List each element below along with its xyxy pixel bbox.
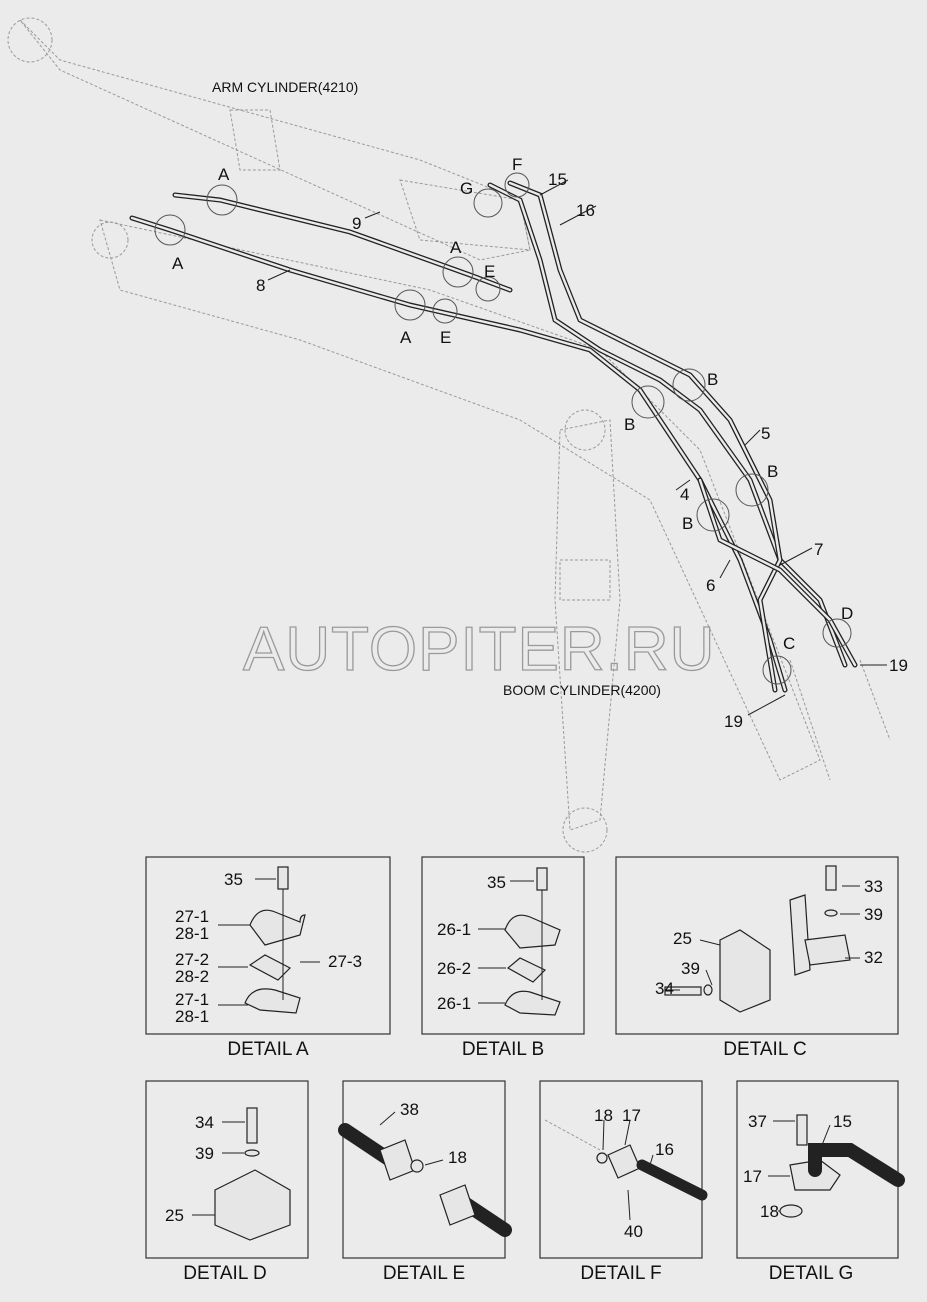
detail-caption: DETAIL F [580,1263,661,1284]
label: 26-2 [437,959,471,978]
detail-b: 35 26-1 26-2 26-1 DETAIL B [421,856,585,1060]
boom-arm-outline [7,17,891,853]
label: 26-1 [437,920,471,939]
label: 28-1 [175,1007,209,1026]
callout: B [682,514,693,533]
callout: G [460,179,473,198]
label: 39 [195,1144,214,1163]
callout: D [841,604,853,623]
callout: 7 [814,540,823,559]
callout: A [172,254,184,273]
label: 18 [760,1202,779,1221]
callout: 16 [576,201,595,220]
detail-markers [154,172,852,685]
callout: 6 [706,576,715,595]
label: 18 [448,1148,467,1167]
detail-caption: DETAIL C [723,1039,806,1060]
label: 16 [655,1140,674,1159]
label: 17 [743,1167,762,1186]
callout: E [440,328,451,347]
label: 15 [833,1112,852,1131]
callout: 9 [352,214,361,233]
label: 26-1 [437,994,471,1013]
callout: 19 [724,712,743,731]
label: 25 [165,1206,184,1225]
callout: B [707,370,718,389]
detail-e: 38 18 DETAIL E [338,1080,512,1284]
detail-caption: DETAIL B [462,1039,544,1060]
label: 17 [622,1106,641,1125]
label: 35 [487,873,506,892]
detail-caption: DETAIL G [769,1263,853,1284]
detail-f: 18 17 16 40 DETAIL F [539,1080,708,1284]
hydraulic-pipes [129,180,858,693]
callout: A [400,328,412,347]
label: 34 [195,1113,214,1132]
label: 25 [673,929,692,948]
label: 34 [655,979,674,998]
detail-caption: DETAIL E [383,1263,465,1284]
boom-cylinder-title: BOOM CYLINDER(4200) [503,682,661,698]
callout: A [218,165,230,184]
label: 39 [864,905,883,924]
label: 27-1 [175,907,209,926]
label: 40 [624,1222,643,1241]
detail-d: 34 39 25 DETAIL D [145,1080,309,1284]
label: 32 [864,948,883,967]
label: 27-2 [175,950,209,969]
detail-g: 37 15 17 18 DETAIL G [736,1080,905,1284]
callout: 15 [548,170,567,189]
callout: E [484,262,495,281]
detail-a: 35 27-1 28-1 27-2 28-2 27-3 27-1 28-1 DE… [145,856,391,1060]
label: 38 [400,1100,419,1119]
callout: 19 [889,656,908,675]
callout: C [783,634,795,653]
label: 27-3 [328,952,362,971]
main-callouts: A A 9 8 A E A E F G 15 16 B B 5 B 4 B 7 … [172,155,908,731]
label: 37 [748,1112,767,1131]
callout: A [450,238,462,257]
callout: B [767,462,778,481]
detail-caption: DETAIL D [183,1263,266,1284]
detail-caption: DETAIL A [227,1039,309,1060]
detail-c: 33 39 25 39 32 34 DETAIL C [615,856,899,1060]
callout: 4 [680,485,689,504]
label: 33 [864,877,883,896]
label: 27-1 [175,990,209,1009]
callout: 5 [761,424,770,443]
label: 39 [681,959,700,978]
callout: B [624,415,635,434]
label: 28-2 [175,967,209,986]
callout: F [512,155,522,174]
label: 18 [594,1106,613,1125]
arm-cylinder-title: ARM CYLINDER(4210) [212,79,358,95]
watermark: AUTOPITER.RU [243,615,715,684]
label: 35 [224,870,243,889]
callout: 8 [256,276,265,295]
label: 28-1 [175,924,209,943]
